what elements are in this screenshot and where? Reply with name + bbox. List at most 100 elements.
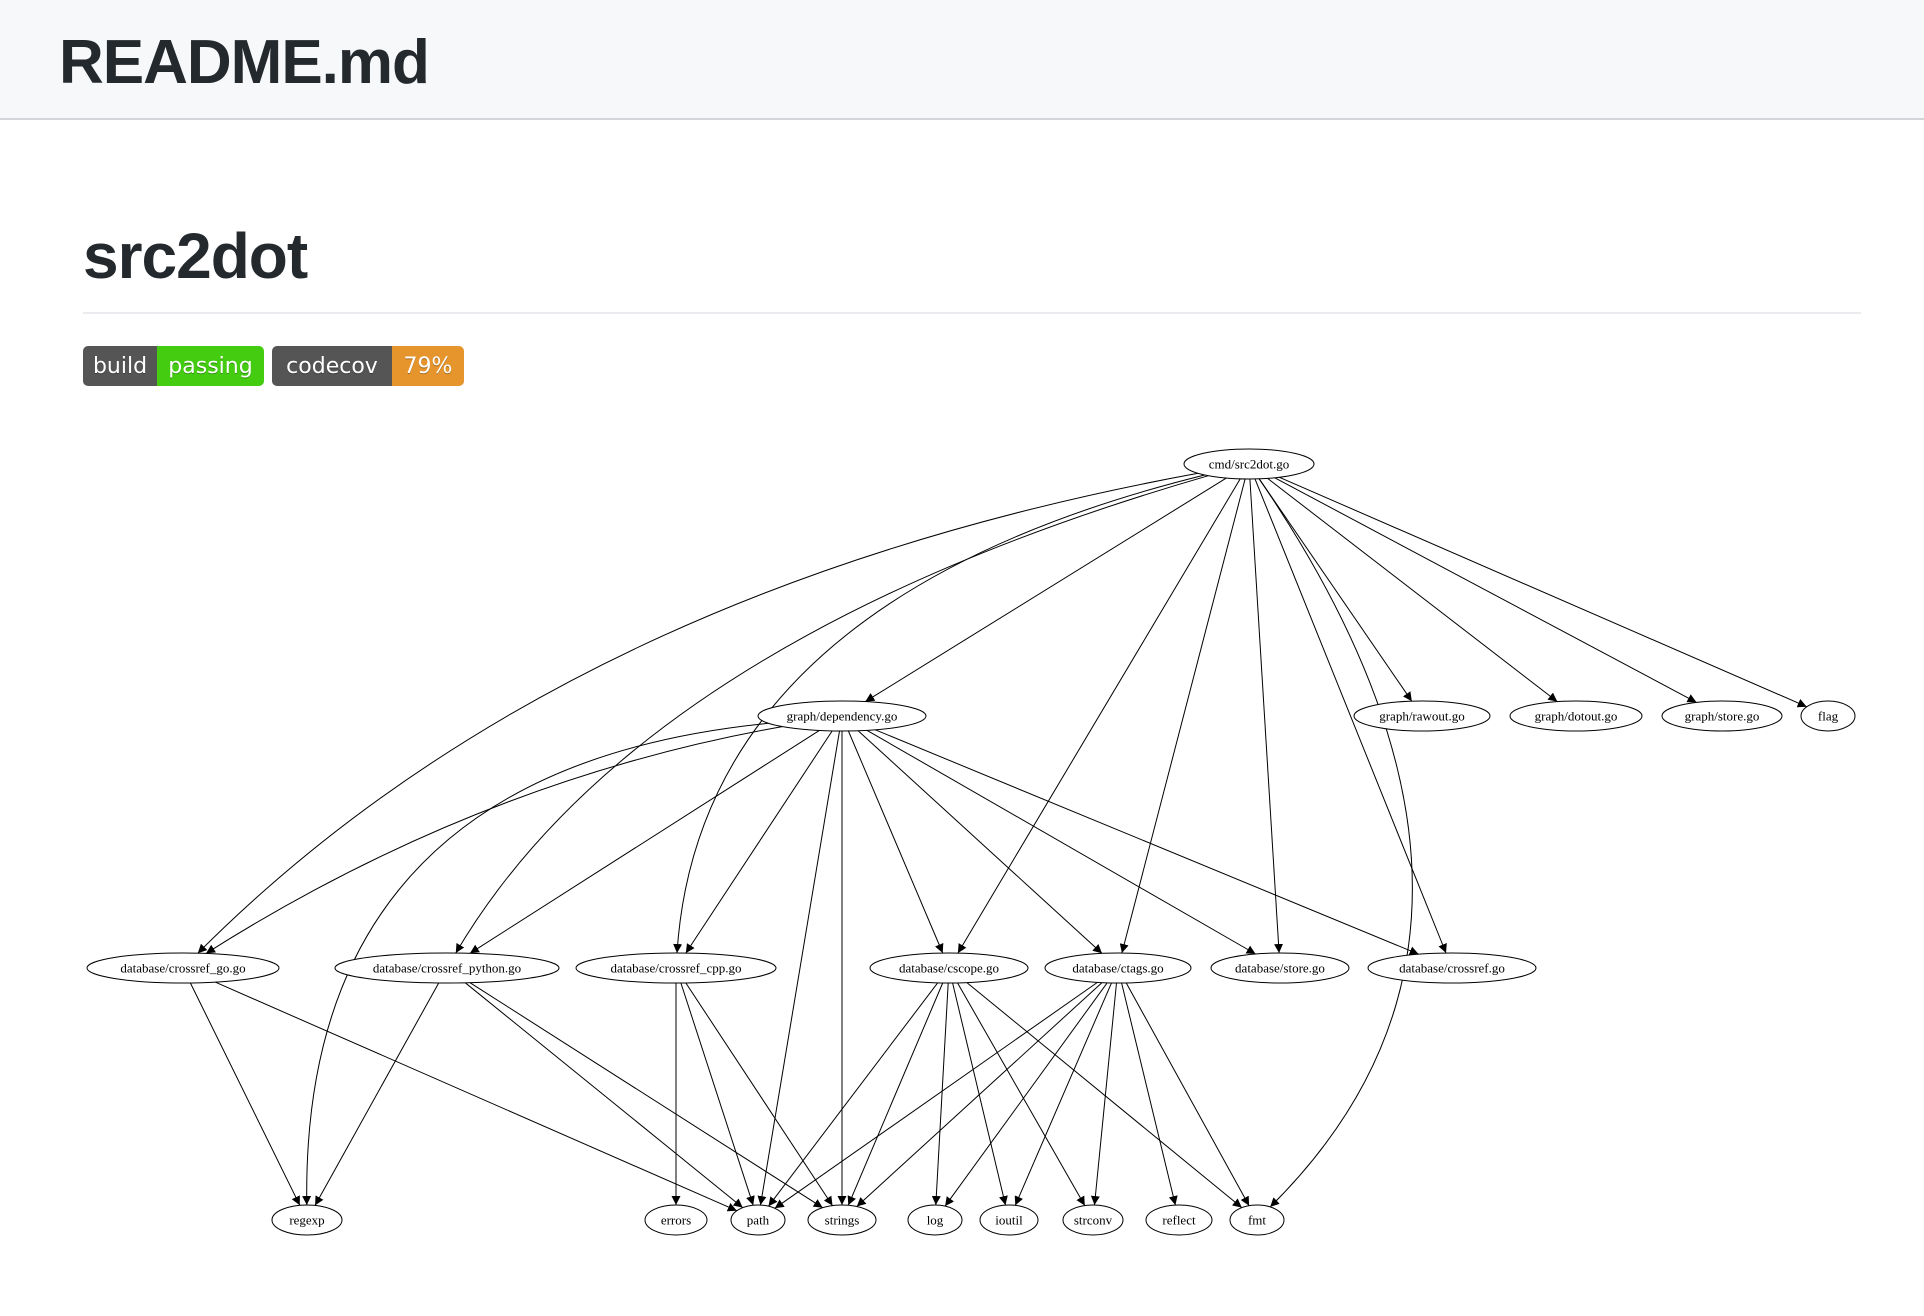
graph-edge-dep-xpy [469,729,820,954]
graph-node-ellipse [807,1204,877,1236]
graph-node-ioutil: ioutil [979,1204,1039,1236]
graph-node-flag: flag [1800,700,1856,732]
graph-node-xgo: database/crossref_go.go [86,952,280,984]
graph-node-ellipse [1210,952,1350,984]
graph-node-label: errors [661,1213,691,1228]
build-status-badge[interactable]: build passing [83,346,264,386]
graph-node-regexp: regexp [271,1204,343,1236]
graph-edge-cscope-strings [847,982,944,1206]
graph-edge-xpy-regexp [314,982,440,1206]
graph-node-rawout: graph/rawout.go [1353,700,1491,732]
graph-edge-xpy-path [464,982,744,1208]
graph-node-label: cmd/src2dot.go [1209,457,1290,472]
graph-node-ellipse [575,952,777,984]
graph-edge-cscope-fmt [966,982,1243,1208]
graph-node-errors: errors [644,1204,708,1236]
graph-edge-dep-dstore [866,729,1256,955]
graph-node-label: strings [825,1213,860,1228]
graph-node-strings: strings [807,1204,877,1236]
graph-node-ellipse [1229,1204,1285,1236]
graph-node-ellipse [730,1204,786,1236]
graph-node-label: database/crossref_go.go [120,961,245,976]
graph-edge-dep-xgo [205,726,783,954]
graph-node-ctags: database/ctags.go [1044,952,1192,984]
build-badge-label: build [83,346,157,386]
codecov-badge-value: 79% [392,346,464,386]
graph-node-ellipse [1044,952,1192,984]
graph-node-label: path [747,1213,770,1228]
graph-node-label: fmt [1248,1213,1266,1228]
graph-edge-ctags-strings [856,982,1103,1207]
graph-node-ellipse [1367,952,1537,984]
graph-edge-dep-ctags [857,730,1103,954]
graph-node-label: graph/dotout.go [1535,709,1618,724]
graph-node-ellipse [644,1204,708,1236]
graph-edge-cmd-flag [1279,476,1807,708]
graph-node-cmd: cmd/src2dot.go [1183,448,1315,480]
graph-edge-cmd-xcpp [673,474,1205,954]
readme-title: src2dot [83,220,308,292]
graph-node-label: database/cscope.go [899,961,999,976]
graph-node-fmt: fmt [1229,1204,1285,1236]
graph-node-label: graph/store.go [1685,709,1760,724]
codecov-badge-label: codecov [272,346,392,386]
graph-edge-cmd-xpy [455,475,1209,954]
graph-node-ellipse [334,952,560,984]
graph-node-ellipse [271,1204,343,1236]
graph-node-ellipse [1661,700,1783,732]
graph-edge-ctags-path [774,981,1098,1209]
graph-edge-cmd-xref [1254,478,1447,954]
graph-node-gstore: graph/store.go [1661,700,1783,732]
graph-edge-xcpp-path [680,982,755,1206]
graph-node-ellipse [979,1204,1039,1236]
graph-node-cscope: database/cscope.go [869,952,1029,984]
graph-edge-xpy-strings [469,982,823,1209]
graph-edge-ctags-ioutil [1014,982,1112,1206]
graph-edge-ctags-reflect [1121,982,1178,1206]
graph-node-log: log [907,1204,963,1236]
graph-edge-cscope-strconv [957,982,1086,1206]
graph-node-xpy: database/crossref_python.go [334,952,560,984]
graph-node-ellipse [1183,448,1315,480]
graph-edge-dep-regexp [302,722,769,1206]
graph-edge-xcpp-strings [685,982,833,1206]
graph-edge-dep-path [757,730,840,1206]
title-divider [83,312,1861,314]
graph-node-label: graph/dependency.go [787,709,898,724]
graph-edge-cmd-xgo [197,472,1199,954]
graph-edge-dep-xref [875,729,1419,955]
graph-node-label: database/crossref_python.go [373,961,521,976]
graph-edge-cscope-log [931,982,949,1206]
graph-edge-ctags-fmt [1125,982,1250,1206]
graph-node-label: database/store.go [1235,961,1325,976]
graph-edge-cscope-path [768,982,939,1207]
graph-edge-cmd-dotout [1267,478,1558,702]
graph-node-ellipse [869,952,1029,984]
graph-node-dstore: database/store.go [1210,952,1350,984]
graph-node-ellipse [1062,1204,1124,1236]
graph-edge-cmd-gstore [1274,477,1697,703]
graph-edge-cmd-ctags [1119,478,1246,954]
graph-edges [189,472,1807,1212]
file-name[interactable]: README.md [59,28,430,97]
graph-edge-xgo-path [214,981,738,1212]
graph-edge-cscope-ioutil [952,982,1008,1206]
graph-edge-ctags-strconv [1090,982,1117,1206]
dependency-graph: cmd/src2dot.go graph/dependency.go graph/r… [86,448,1856,1236]
graph-node-dotout: graph/dotout.go [1509,700,1643,732]
graph-node-label: flag [1818,709,1839,724]
graph-node-reflect: reflect [1145,1204,1213,1236]
graph-node-label: log [927,1213,944,1228]
graph-node-ellipse [907,1204,963,1236]
graph-node-label: database/ctags.go [1072,961,1163,976]
graph-node-strconv: strconv [1062,1204,1124,1236]
graph-node-ellipse [86,952,280,984]
graph-edge-xgo-regexp [189,982,301,1206]
graph-edge-dep-cscope [847,730,944,954]
graph-node-ellipse [1800,700,1856,732]
codecov-badge[interactable]: codecov 79% [272,346,464,386]
graph-node-label: reflect [1162,1213,1196,1228]
graph-edge-ctags-log [944,982,1108,1207]
build-badge-value: passing [157,346,264,386]
graph-node-dep: graph/dependency.go [757,700,927,732]
